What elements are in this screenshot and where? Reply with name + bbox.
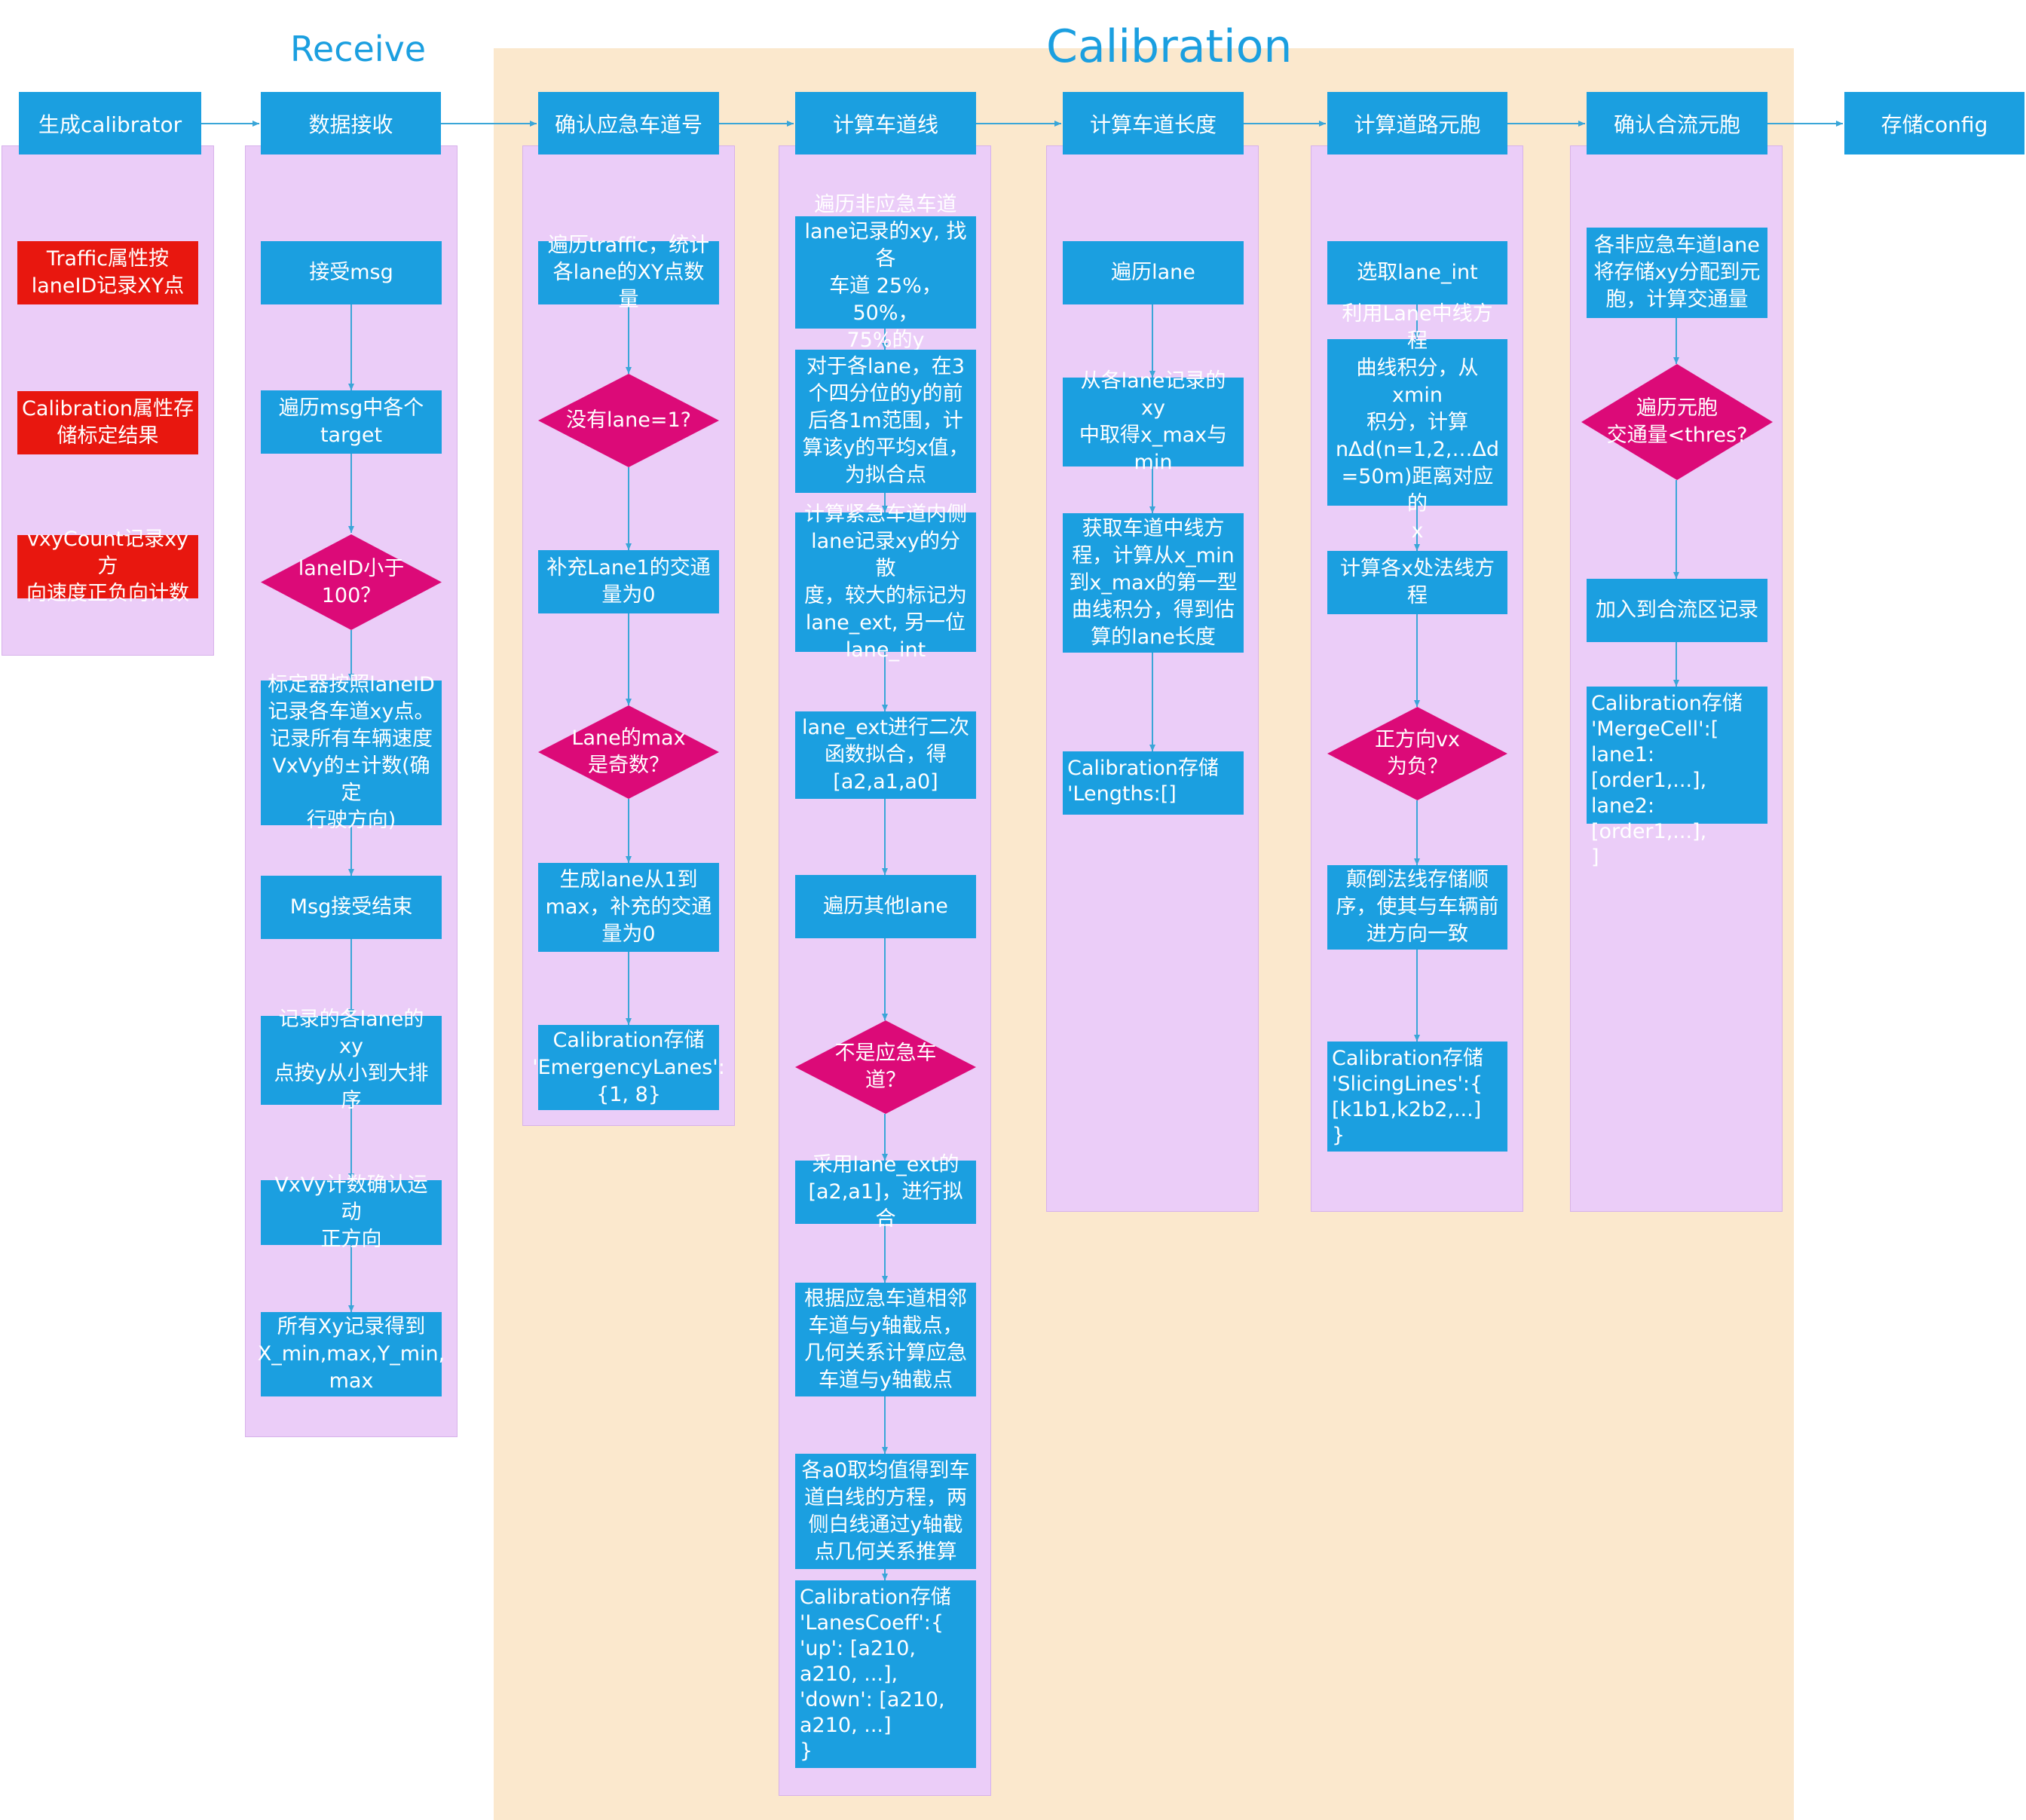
decision-label: Lane的max 是奇数？: [571, 726, 686, 777]
title-calibration: Calibration: [1046, 20, 1293, 73]
step-integral-slices: 利用Lane中线方程 曲线积分，从xmin 积分，计算 nΔd(n=1,2,…Δ…: [1327, 302, 1507, 543]
step-emergency-intercept: 根据应急车道相邻 车道与y轴截点， 几何关系计算应急 车道与y轴截点: [795, 1283, 976, 1396]
attribute-vxycount: vxyCount记录xy方 向速度正负向计数: [17, 528, 198, 605]
decision-cell-volume-lt-thres: 遍历元胞 交通量<thres?: [1581, 364, 1773, 480]
step-quartile-y: 遍历非应急车道 lane记录的xy, 找各 车道 25%，50%， 75%的y: [795, 193, 976, 352]
attribute-traffic: Traffic属性按 laneID记录XY点: [17, 241, 198, 304]
header-generate-calibrator: 生成calibrator: [19, 92, 201, 154]
decision-label: 遍历元胞 交通量<thres?: [1606, 396, 1748, 447]
step-confirm-direction: VxVy计数确认运动 正方向: [261, 1173, 442, 1251]
store-merge-cell: Calibration存储 'MergeCell':[ lane1:[order…: [1587, 687, 1767, 869]
store-lengths: Calibration存储 'Lengths:[]: [1063, 751, 1244, 815]
step-assign-cells: 各非应急车道lane 将存储xy分配到元 胞，计算交通量: [1587, 228, 1767, 318]
store-lanes-coeff: Calibration存储 'LanesCoeff':{ 'up': [a210…: [795, 1580, 976, 1768]
header-compute-lane-lines: 计算车道线: [795, 92, 976, 154]
step-iterate-other-lanes: 遍历其他lane: [795, 875, 976, 938]
decision-vx-negative: 正方向vx 为负？: [1327, 707, 1507, 800]
header-store-config: 存储config: [1844, 92, 2024, 154]
step-msg-end: Msg接受结束: [261, 876, 442, 939]
step-x-min-max: 从各lane记录的xy 中取得x_max与 min: [1063, 369, 1244, 474]
decision-label: laneID小于 100？: [298, 556, 405, 607]
step-fill-lane-1: 补充Lane1的交通 量为0: [538, 550, 719, 613]
step-iterate-lanes: 遍历lane: [1063, 241, 1244, 304]
step-reverse-normals: 颠倒法线存储顺 序，使其与车辆前 进方向一致: [1327, 865, 1507, 950]
decision-no-lane-1: 没有lane=1?: [538, 374, 719, 467]
step-generate-lanes: 生成lane从1到 max，补充的交通 量为0: [538, 863, 719, 952]
step-add-merge-record: 加入到合流区记录: [1587, 579, 1767, 642]
step-record-lane-points: 标定器按照laneID 记录各车道xy点。 记录所有车辆速度 VxVy的±计数(…: [261, 673, 442, 832]
diamond-shape: [1581, 364, 1773, 480]
header-compute-road-cells: 计算道路元胞: [1327, 92, 1507, 154]
step-sort-by-y: 记录的各lane的xy 点按y从小到大排 序: [261, 1008, 442, 1112]
header-confirm-emergency-lane: 确认应急车道号: [538, 92, 719, 154]
diamond-shape: [538, 705, 719, 799]
step-select-lane-int: 选取lane_int: [1327, 241, 1507, 304]
decision-label: 正方向vx 为负？: [1375, 728, 1460, 778]
store-emergency-lanes: Calibration存储 'EmergencyLanes': {1, 8}: [532, 1025, 725, 1110]
header-compute-lane-length: 计算车道长度: [1063, 92, 1244, 154]
decision-max-is-odd: Lane的max 是奇数？: [538, 705, 719, 799]
diamond-shape: [538, 374, 719, 467]
step-iterate-targets: 遍历msg中各个 target: [261, 390, 442, 454]
decision-not-emergency-lane: 不是应急车 道？: [795, 1020, 976, 1114]
step-count-lane-points: 遍历traffic，统计 各lane的XY点数量: [538, 234, 719, 311]
header-confirm-merge-cells: 确认合流元胞: [1587, 92, 1767, 154]
diamond-shape: [795, 1020, 976, 1114]
decision-label: 没有lane=1?: [566, 408, 691, 432]
step-white-line-equation: 各a0取均值得到车 道白线的方程，两 侧白线通过y轴截 点几何关系推算: [795, 1454, 976, 1569]
store-slicing-lines: Calibration存储 'SlicingLines':{ [k1b1,k2b…: [1327, 1042, 1507, 1152]
step-xy-extents: 所有Xy记录得到 X_min,max,Y_min, max: [258, 1312, 445, 1396]
diamond-shape: [261, 534, 442, 630]
step-normal-lines: 计算各x处法线方 程: [1327, 551, 1507, 614]
step-receive-msg: 接受msg: [261, 241, 442, 304]
step-fit-with-ext: 采用lane_ext的 [a2,a1]，进行拟合: [795, 1153, 976, 1231]
title-receive: Receive: [290, 29, 427, 69]
diamond-shape: [1327, 707, 1507, 800]
step-line-integral: 获取车道中线方 程，计算从x_min 到x_max的第一型 曲线积分，得到估 算…: [1063, 513, 1244, 653]
header-data-receive: 数据接收: [261, 92, 441, 154]
decision-laneid-lt-100: laneID小于 100？: [261, 534, 442, 630]
attribute-calibration: Calibration属性存 储标定结果: [17, 391, 198, 454]
step-quadratic-fit: lane_ext进行二次 函数拟合，得 [a2,a1,a0]: [795, 711, 976, 799]
step-fit-points: 对于各lane，在3 个四分位的y的前 后各1m范围，计 算该y的平均x值， 为…: [795, 350, 976, 493]
decision-label: 不是应急车 道？: [834, 1042, 937, 1092]
step-lane-dispersion: 计算紧急车道内侧 lane记录xy的分散 度，较大的标记为 lane_ext, …: [795, 503, 976, 662]
